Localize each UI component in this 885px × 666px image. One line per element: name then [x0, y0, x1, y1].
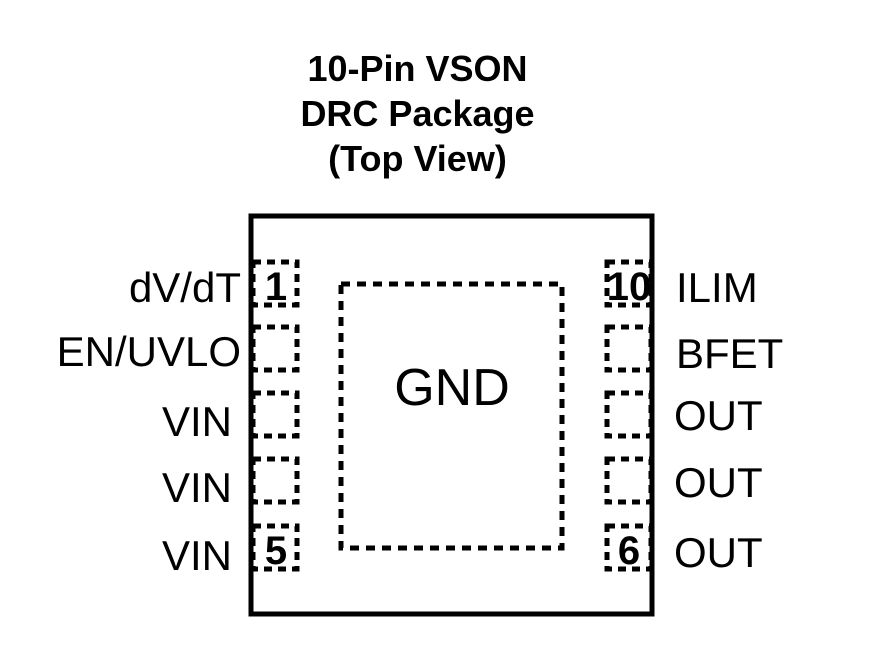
pin-name-10: ILIM — [676, 264, 758, 311]
pin-pad-9 — [604, 324, 654, 373]
pin-pad-7 — [604, 456, 654, 505]
pin-number-1: 1 — [265, 265, 287, 309]
title-line-2: DRC Package — [300, 93, 535, 134]
pin-pad-4 — [250, 456, 300, 505]
thermal-pad-outline — [338, 281, 565, 551]
pin-pad-3 — [250, 390, 300, 439]
pin-pad-5 — [250, 523, 300, 572]
title-line-1: 10-Pin VSON — [307, 48, 528, 89]
pin-name-3: VIN — [162, 398, 232, 445]
pin-pad-2 — [250, 324, 300, 373]
pin-number-10: 10 — [607, 265, 652, 309]
pin-name-9: BFET — [676, 330, 783, 377]
package-title: 10-Pin VSON DRC Package (Top View) — [0, 46, 835, 181]
pin-name-2: EN/UVLO — [57, 328, 241, 375]
pin-name-8: OUT — [674, 392, 763, 439]
gnd-label: GND — [394, 359, 510, 417]
pin-number-6: 6 — [618, 529, 640, 573]
pin-name-1: dV/dT — [129, 264, 241, 311]
pin-pad-8 — [604, 390, 654, 439]
pin-name-6: OUT — [674, 529, 763, 576]
pin-name-7: OUT — [674, 459, 763, 506]
package-outline — [248, 213, 655, 617]
pin-name-5: VIN — [162, 532, 232, 579]
title-line-3: (Top View) — [328, 138, 507, 179]
pin-pad-10 — [604, 259, 654, 308]
pin-number-5: 5 — [265, 529, 287, 573]
pin-pad-6 — [604, 523, 654, 572]
pin-name-4: VIN — [162, 464, 232, 511]
pin-pad-1 — [250, 259, 300, 308]
